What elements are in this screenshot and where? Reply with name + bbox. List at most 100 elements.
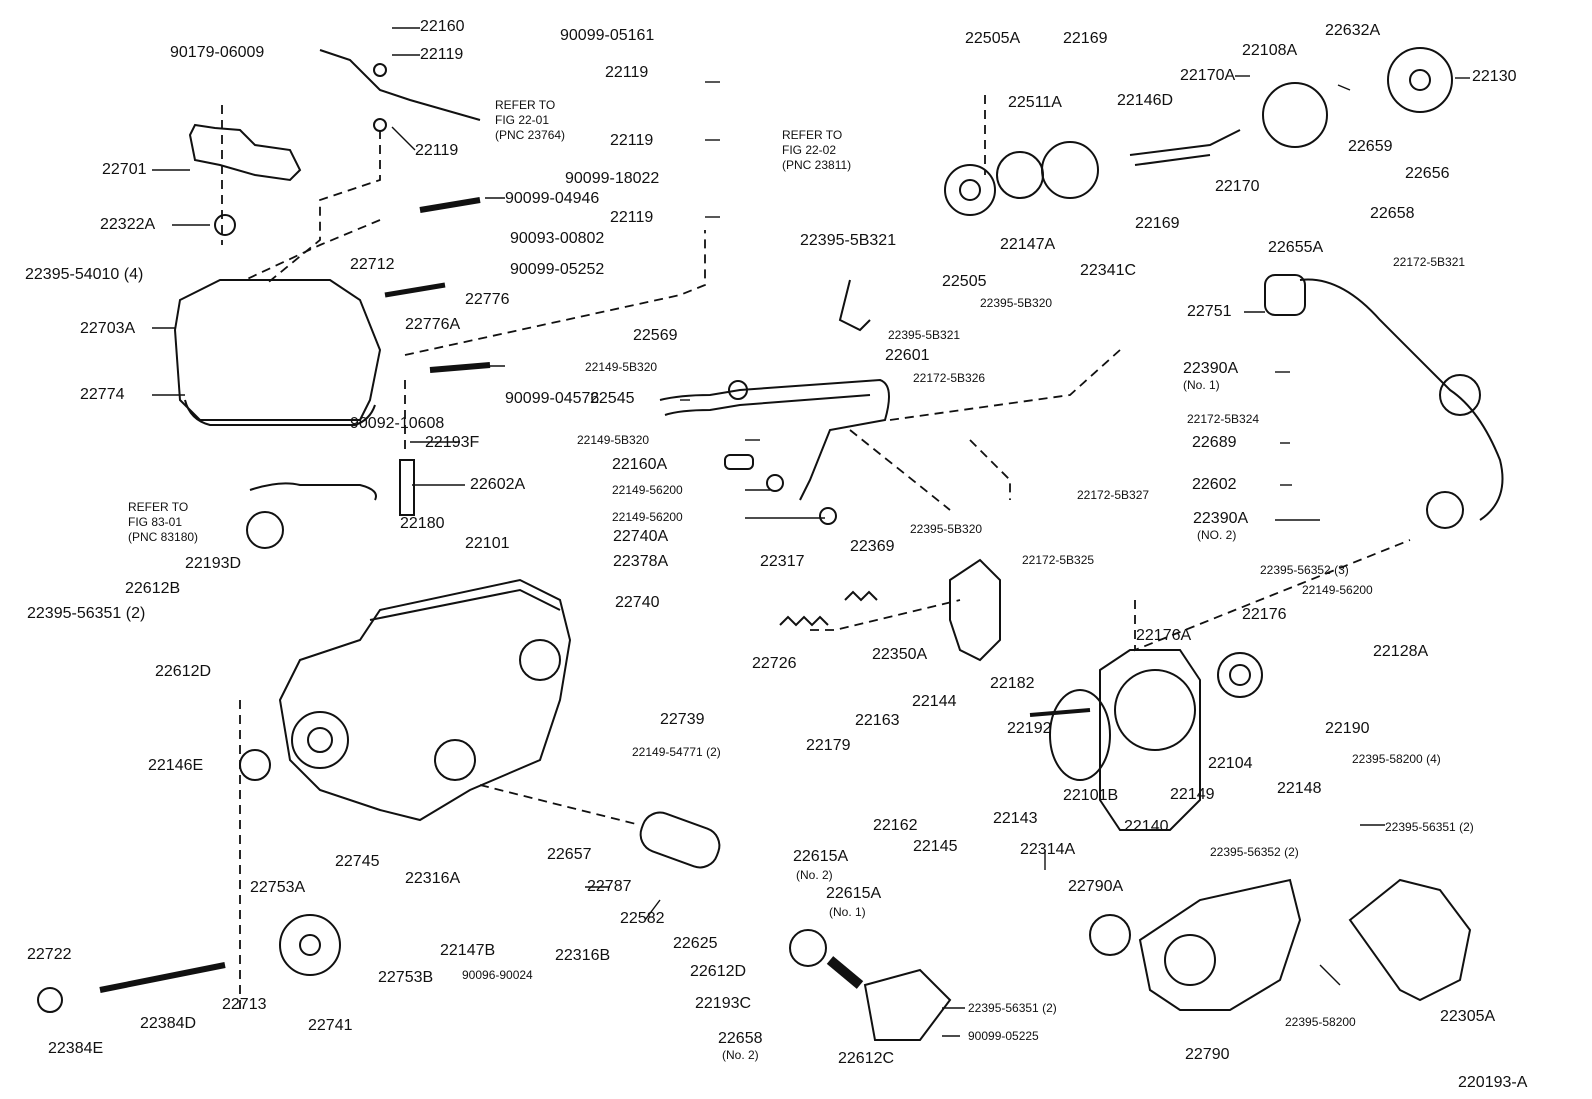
callout: 22751 (1187, 303, 1232, 320)
callout: 22569 (633, 327, 678, 344)
sleeve-shape (639, 811, 721, 869)
callout: (No. 2) (722, 1048, 759, 1062)
callout: 22740A (613, 528, 669, 545)
callout: 22745 (335, 853, 380, 870)
callout: 22172-5B325 (1022, 553, 1095, 567)
callout: 22790A (1068, 878, 1124, 895)
callout: 22341C (1080, 262, 1137, 279)
callout: 90099-04946 (505, 190, 600, 207)
callout: 22787 (587, 878, 632, 895)
callout: 22774 (80, 386, 125, 403)
bracket-shape (188, 123, 302, 182)
callout: 22395-5B320 (980, 296, 1053, 310)
callout: 22615A (793, 848, 849, 865)
callout: 22170A (1180, 67, 1236, 84)
callout: 90096-90024 (462, 968, 533, 982)
callout: 22146E (148, 757, 204, 774)
callout: 22658 (718, 1030, 763, 1047)
callout: 22395-56351 (2) (27, 605, 146, 622)
callout: 22395-56351 (2) (968, 1001, 1057, 1015)
callout: 22180 (400, 515, 445, 532)
callout: 22632A (1325, 22, 1381, 39)
callout: 22395-5B321 (888, 328, 961, 342)
callout: 22163 (855, 712, 900, 729)
sensor-cable-shape (1299, 278, 1504, 521)
callout: 22108A (1242, 42, 1298, 59)
callout: REFER TO (128, 500, 189, 514)
callout: 22689 (1192, 434, 1237, 451)
callout: 22545 (590, 390, 635, 407)
callout: 22172-5B326 (913, 371, 986, 385)
callout: 22612B (125, 580, 181, 597)
callout: 22119 (420, 46, 464, 63)
callout: 22369 (850, 538, 895, 555)
callout: 22601 (885, 347, 930, 364)
callout: 22176 (1242, 606, 1287, 623)
callout: 22130 (1472, 68, 1517, 85)
callout: 22179 (806, 737, 851, 754)
callout: REFER TO (495, 98, 556, 112)
callout: 22739 (660, 711, 705, 728)
callout: 22511A (1008, 94, 1062, 111)
callout: 22740 (615, 594, 660, 611)
callout: 22172-5B321 (1393, 255, 1466, 269)
callout: 22316B (555, 947, 611, 964)
callout: 22776A (405, 316, 461, 333)
callout: 22149-56200 (1302, 583, 1373, 597)
callout: 22182 (990, 675, 1035, 692)
callout: (No. 1) (829, 905, 866, 919)
callout: 90099-04576 (505, 390, 600, 407)
callout: 22658 (1370, 205, 1415, 222)
callout: FIG 22-01 (495, 113, 550, 127)
callout: 22149-5B320 (585, 360, 658, 374)
callout: 22322A (100, 216, 156, 233)
drive-gear-shape (279, 914, 341, 976)
callout: 22146D (1117, 92, 1174, 109)
pump-body-shape (278, 578, 572, 822)
figure-id: 220193-A (1458, 1074, 1528, 1091)
callout: 22144 (912, 693, 957, 710)
callout: 22316A (405, 870, 461, 887)
callout: FIG 22-02 (782, 143, 837, 157)
callout: 22119 (415, 142, 459, 159)
callout: 22140 (1124, 818, 1169, 835)
callout: 22101B (1063, 787, 1119, 804)
callout: (PNC 23811) (782, 158, 852, 172)
callout: 22657 (547, 846, 592, 863)
callout: 22128A (1373, 643, 1429, 660)
callout: 22753B (378, 969, 434, 986)
callout: 22148 (1277, 780, 1322, 797)
callout: 22384D (140, 1015, 197, 1032)
callout: 22395-56351 (2) (1385, 820, 1474, 834)
callout: 22169 (1063, 30, 1108, 47)
callout: 22145 (913, 838, 958, 855)
callout: 22656 (1405, 165, 1450, 182)
governor-housing-shape (1099, 649, 1201, 831)
callout: 22712 (350, 256, 395, 273)
callout: FIG 83-01 (128, 515, 183, 529)
bracket-shape-2 (949, 558, 1001, 662)
callout: 22390A (1183, 360, 1239, 377)
callout: 22612D (690, 963, 747, 980)
callout: REFER TO (782, 128, 843, 142)
fuel-pipe-shape (659, 378, 890, 501)
callout: 22149 (1170, 786, 1215, 803)
callout: 22169 (1135, 215, 1180, 232)
callout: 22149-54771 (2) (632, 745, 721, 759)
callout: 22790 (1185, 1046, 1230, 1063)
spring-shape-2 (779, 615, 829, 627)
callout: 22395-54010 (4) (25, 266, 144, 283)
callout: 22192 (1007, 720, 1052, 737)
spring-shape (214, 214, 236, 236)
callout: (No. 2) (796, 868, 833, 882)
callout: 22602 (1192, 476, 1237, 493)
callout: 22119 (610, 209, 654, 226)
callout: 22149-5B320 (577, 433, 650, 447)
callout: 22190 (1325, 720, 1370, 737)
callout: 22317 (760, 553, 805, 570)
callout: 22505 (942, 273, 987, 290)
gear-shape (944, 164, 996, 216)
callout: 22119 (605, 64, 649, 81)
callout: 22395-56352 (2) (1210, 845, 1299, 859)
bolt-shape (419, 197, 481, 213)
